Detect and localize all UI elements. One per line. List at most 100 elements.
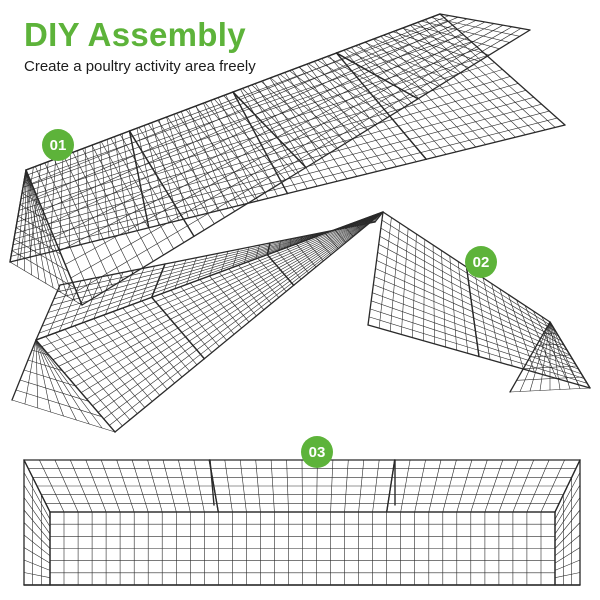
mesh-wire [20, 160, 136, 200]
mesh-wire [185, 274, 285, 338]
mesh-wire [232, 52, 338, 93]
mesh-wire [392, 83, 519, 120]
mesh-wire [247, 61, 354, 108]
mesh-wire [554, 534, 581, 557]
mesh-wire [239, 66, 349, 105]
mesh-wire [291, 89, 403, 153]
mesh-wire [554, 572, 581, 579]
mesh-wire [371, 292, 476, 332]
mesh-wire [425, 124, 566, 160]
mesh-wire [23, 369, 76, 387]
mesh-wire [162, 260, 274, 311]
mesh-wire [11, 250, 76, 289]
mesh-wire [177, 269, 281, 329]
page-subtitle: Create a poultry activity area freely [24, 58, 256, 75]
mesh-wire [155, 256, 270, 303]
mesh-wire [470, 298, 565, 346]
mesh-wire [409, 103, 542, 140]
mesh-wire [401, 26, 513, 90]
mesh-wire [53, 183, 163, 238]
mesh-wire [161, 245, 270, 273]
mesh-wire [368, 20, 477, 72]
mesh-wire [109, 353, 201, 426]
mesh-wire [137, 136, 258, 174]
mesh-wire [376, 21, 486, 77]
mesh-wire [21, 192, 41, 205]
mesh-wire [15, 191, 142, 228]
mesh-wire [13, 203, 145, 240]
mesh-wire [286, 158, 427, 195]
mesh-wire [379, 235, 470, 287]
mesh-wire [397, 90, 527, 127]
mesh-wire [13, 238, 69, 272]
step-badge-03: 03 [301, 436, 333, 468]
mesh-wire [21, 154, 135, 194]
mesh-wire [50, 276, 161, 306]
mesh-wire [259, 105, 382, 144]
mesh-wire [377, 252, 472, 300]
mesh-wire [246, 79, 360, 118]
mesh-wire [367, 324, 480, 358]
mesh-wire [173, 267, 279, 324]
mesh-wire [403, 97, 535, 133]
mesh-wire [138, 142, 261, 180]
mesh-wire [370, 300, 477, 338]
mesh-wire [263, 112, 388, 150]
mesh-wire [554, 509, 581, 542]
mesh-wire [158, 258, 272, 307]
mesh-wire [378, 244, 471, 293]
mesh-wire [44, 284, 157, 320]
mesh-wire [305, 98, 419, 169]
mesh-wire [114, 358, 205, 433]
mesh-wire [256, 99, 377, 137]
mesh-wire [31, 141, 137, 184]
mesh-wire [23, 459, 51, 513]
mesh-wire [536, 343, 564, 346]
mesh-wire [46, 305, 160, 354]
mesh-wire [141, 155, 268, 192]
mesh-wire [41, 288, 156, 327]
mesh-wire [128, 91, 234, 132]
mesh-wire [253, 92, 371, 131]
mesh-wire [420, 117, 558, 153]
mesh-wire [22, 148, 134, 188]
mesh-wire [375, 268, 474, 313]
mesh-wire [16, 185, 141, 223]
mesh-wire [473, 317, 574, 361]
mesh-wire [276, 139, 410, 175]
mesh-wire [103, 349, 198, 420]
mesh-wire [293, 211, 384, 286]
mesh-wire [369, 55, 488, 94]
mesh-wire [266, 119, 393, 156]
mesh-wire [142, 161, 271, 198]
mesh-wire [47, 280, 159, 313]
mesh-wire [476, 343, 585, 379]
mesh-wire [529, 354, 571, 358]
mesh-wire [135, 123, 251, 162]
mesh-wire [140, 148, 265, 186]
mesh-wire [393, 24, 504, 86]
mesh-wire [130, 98, 237, 138]
mesh-wire [471, 305, 568, 351]
mesh-wire [23, 509, 51, 542]
mesh-wire [23, 559, 51, 571]
mesh-wire [468, 285, 559, 337]
mesh-wire [203, 284, 295, 360]
mesh-wire [38, 292, 154, 334]
mesh-wire [509, 387, 591, 393]
mesh-wire [158, 248, 270, 282]
mesh-wire [75, 327, 179, 387]
mesh-wire [154, 251, 269, 290]
mesh-wire [344, 15, 450, 58]
mesh-wire [373, 284, 475, 325]
mesh-wire [15, 389, 103, 418]
mesh-wire [386, 76, 511, 114]
mesh-wire [170, 265, 278, 320]
mesh-wire [143, 167, 275, 204]
step-badge-02: 02 [465, 246, 497, 278]
mesh-wire [380, 227, 469, 281]
mesh-wire [554, 497, 581, 535]
step-badge-01: 01 [42, 129, 74, 161]
mesh-wire [542, 332, 558, 335]
